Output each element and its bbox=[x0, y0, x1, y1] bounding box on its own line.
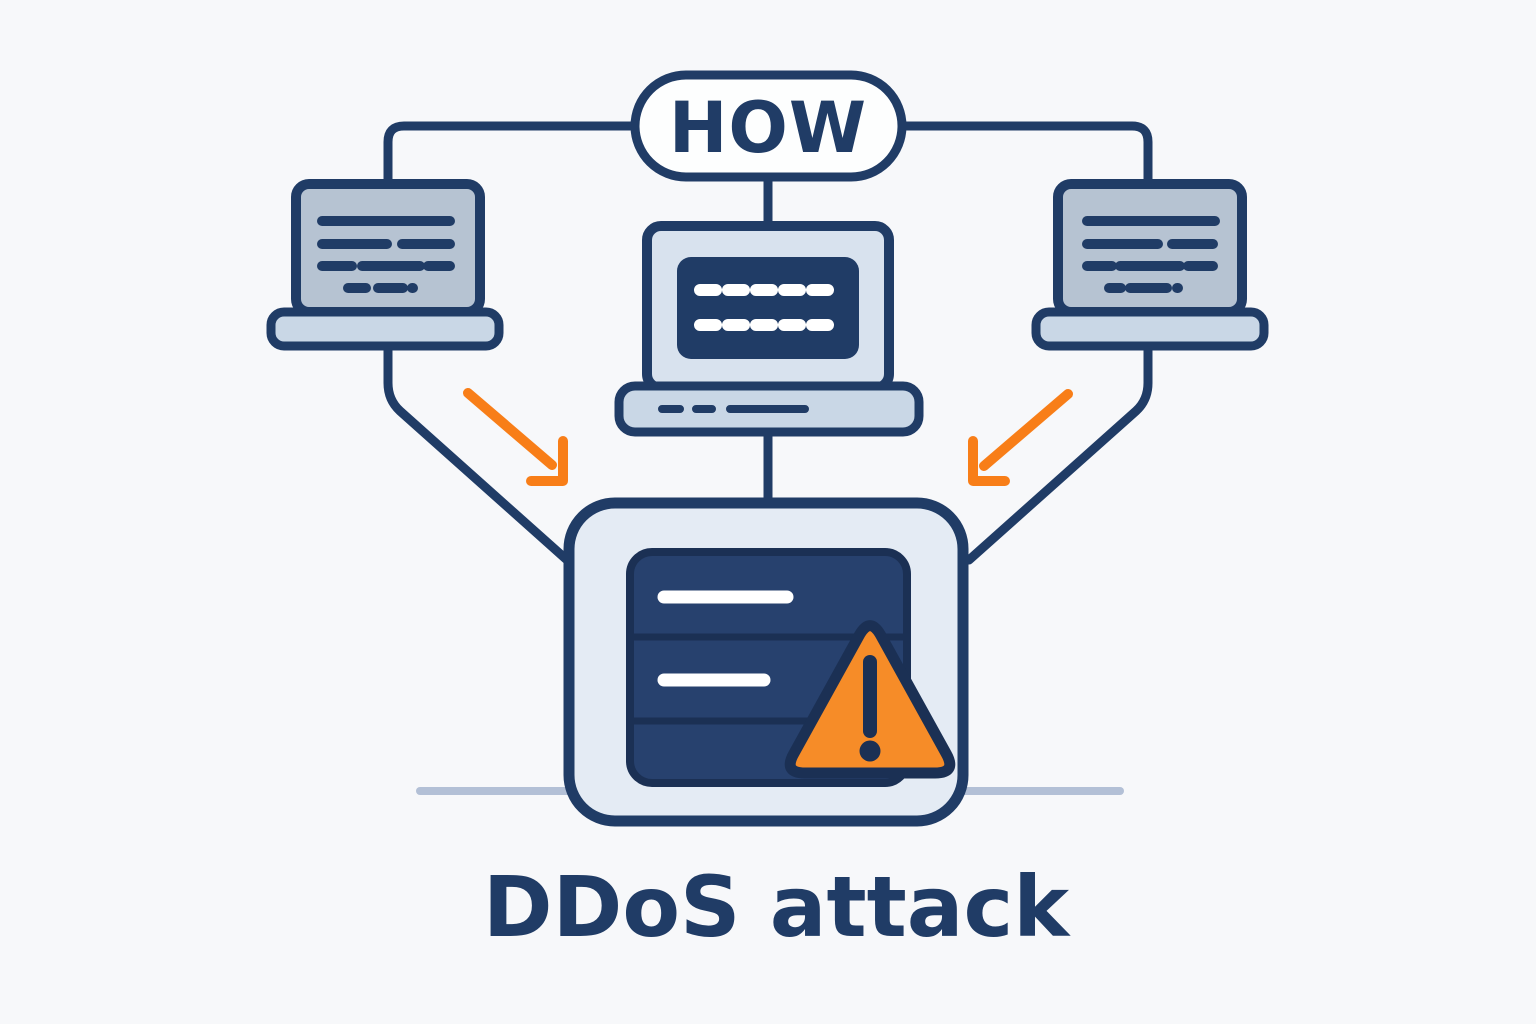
connector-lines-bottom bbox=[383, 343, 1153, 565]
diagram-title: DDoS attack bbox=[483, 858, 1071, 956]
how-pill-shape bbox=[630, 70, 907, 182]
server-icon bbox=[563, 497, 969, 827]
laptop-code-lines bbox=[317, 216, 455, 293]
laptop-right-icon bbox=[1031, 179, 1269, 351]
laptop-base bbox=[266, 307, 504, 351]
laptop-base bbox=[1031, 307, 1269, 351]
attack-arrow-left-icon bbox=[463, 388, 568, 486]
connector-pill-to-right-laptop bbox=[897, 121, 1153, 191]
exclamation-dot bbox=[859, 740, 881, 762]
connector-lines-top bbox=[383, 121, 1153, 233]
warning-triangle-icon bbox=[784, 620, 956, 779]
connector-pill-to-left-laptop bbox=[383, 121, 640, 191]
laptop-code-lines bbox=[1082, 216, 1220, 293]
connector-left-laptop-to-server bbox=[383, 343, 572, 565]
laptop-key-dashes bbox=[694, 284, 834, 331]
laptop-center-icon bbox=[614, 221, 924, 437]
laptop-left-icon bbox=[266, 179, 504, 351]
how-pill: HOW bbox=[630, 70, 907, 182]
attack-arrow-right-icon bbox=[968, 389, 1073, 486]
connector-right-laptop-to-server bbox=[964, 343, 1153, 565]
how-pill-label: HOW bbox=[669, 87, 867, 169]
laptop-code-window bbox=[677, 257, 859, 359]
